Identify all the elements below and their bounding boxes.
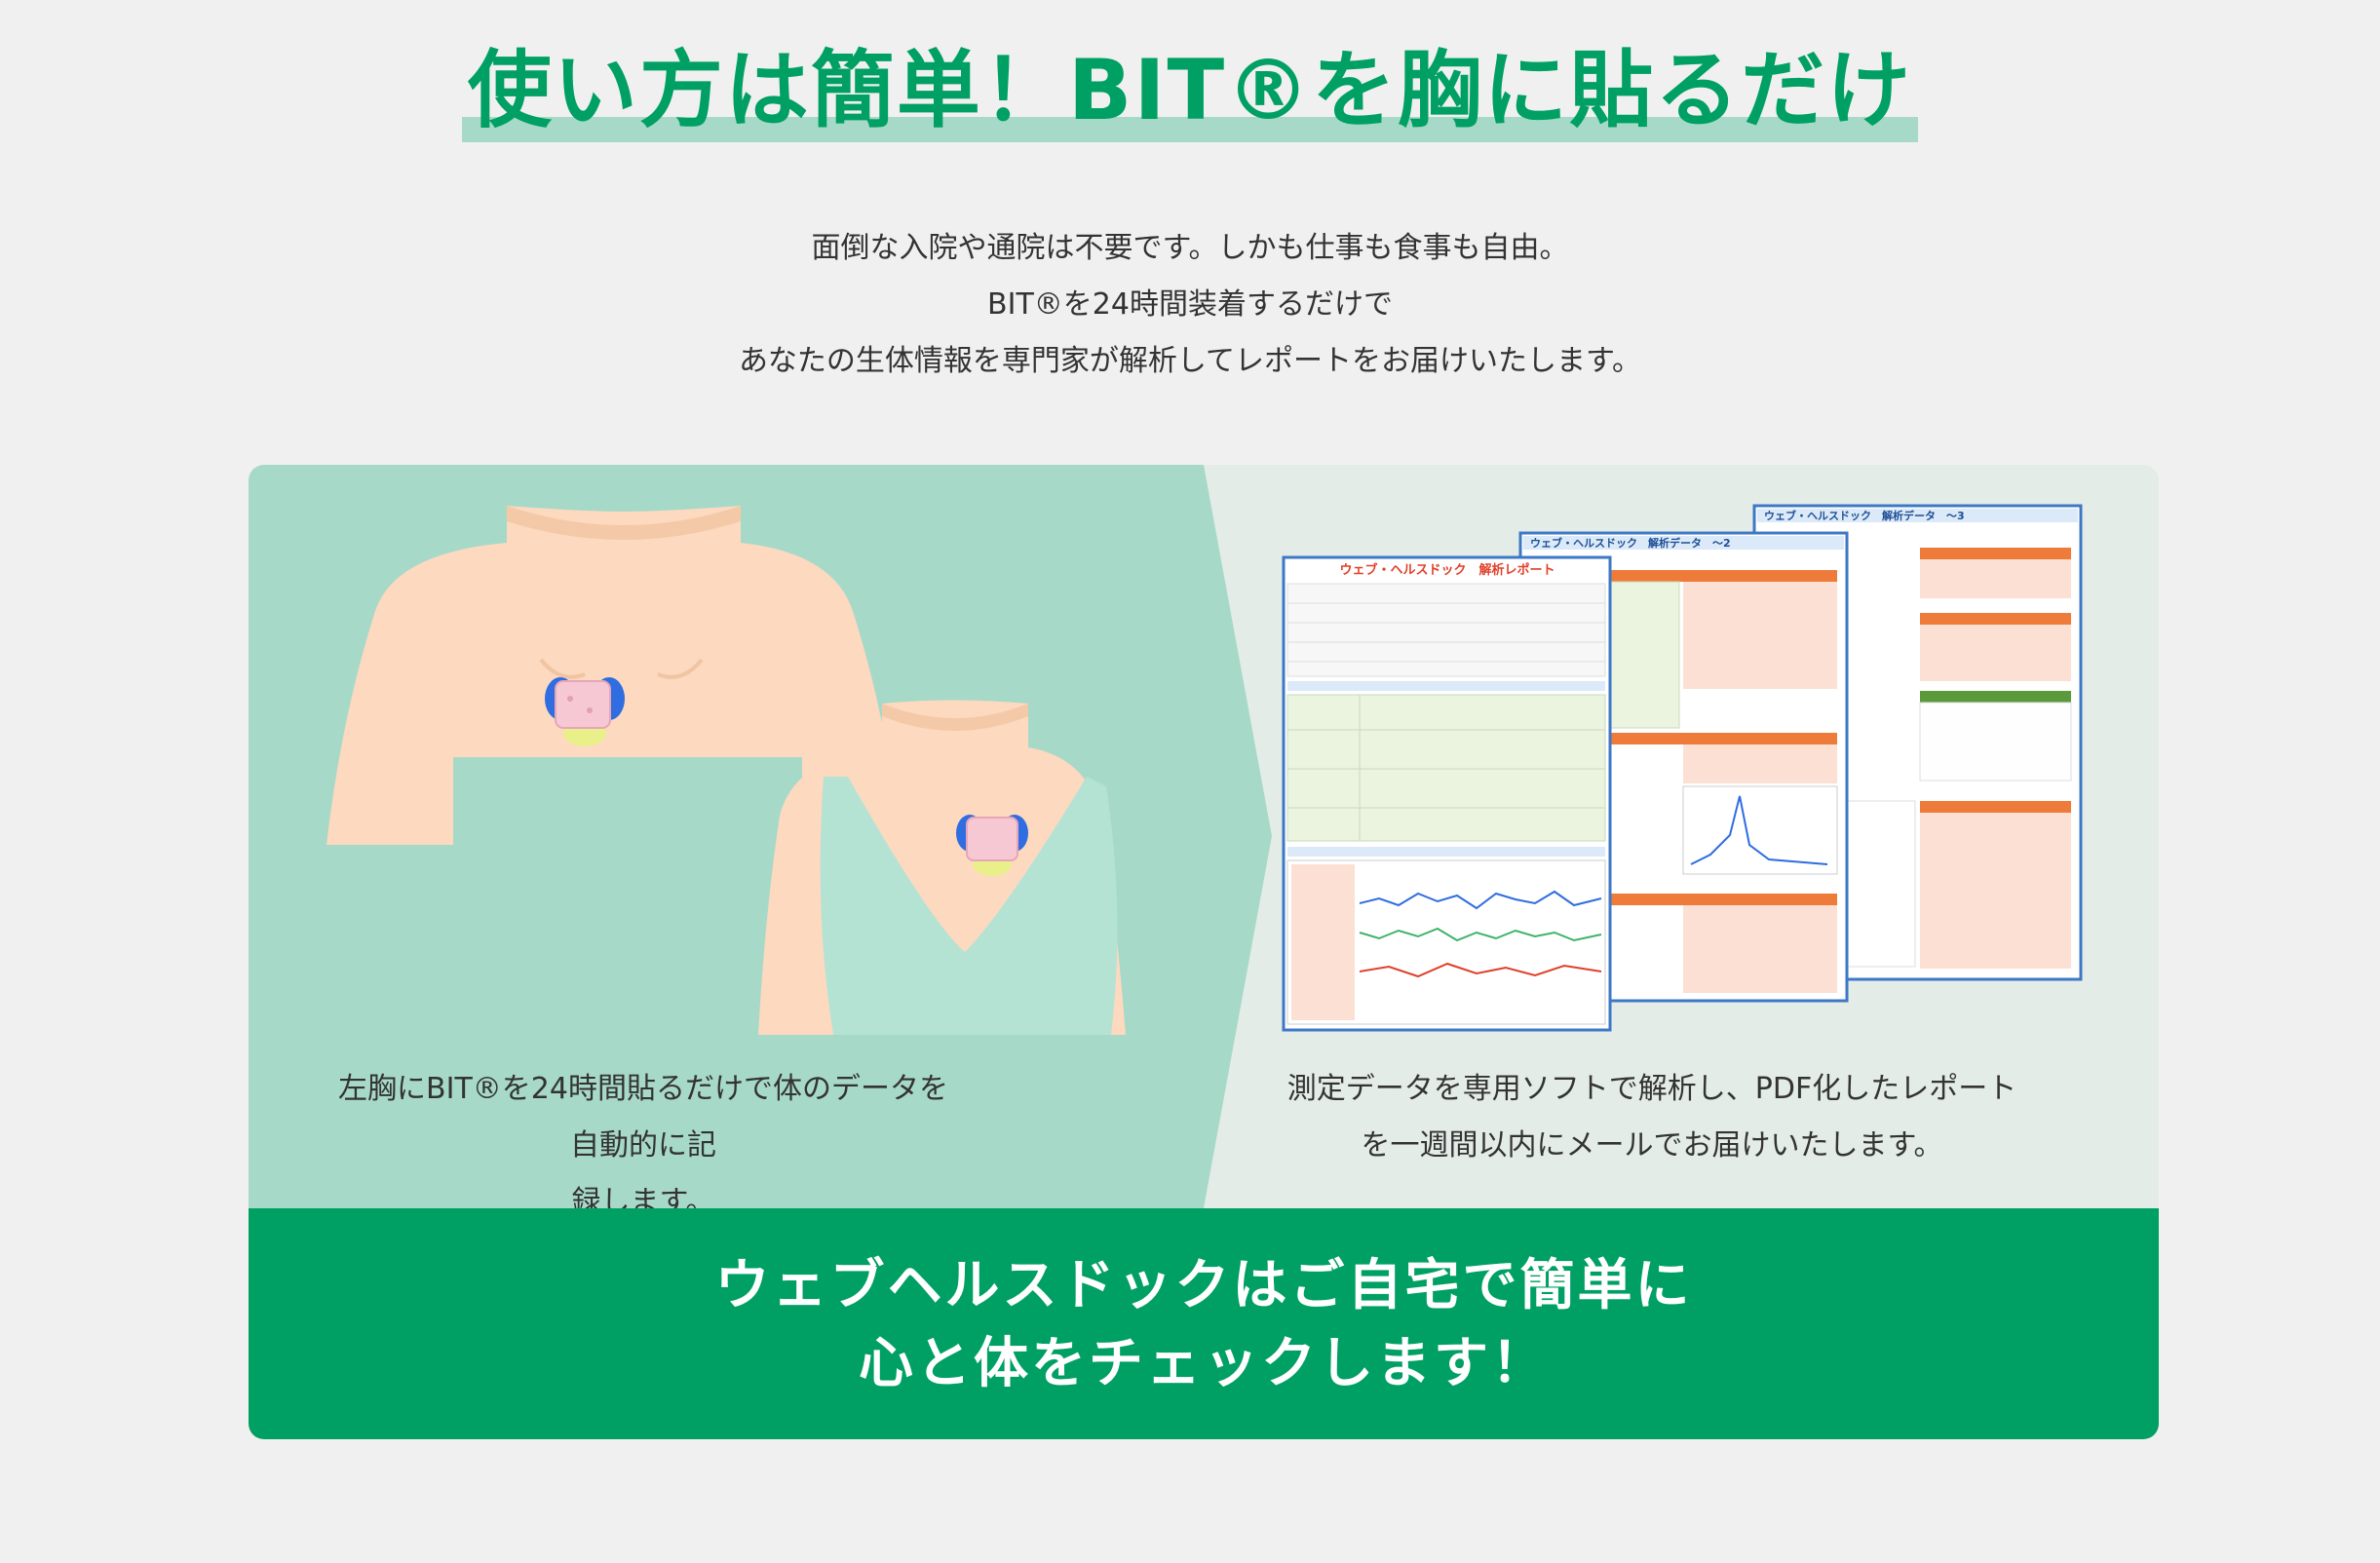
intro-line-2: BIT®を24時間装着するだけで bbox=[987, 287, 1393, 322]
intro-text: 面倒な入院や通院は不要です。しかも仕事も食事も自由。 BIT®を24時間装着する… bbox=[0, 220, 2380, 390]
cta-banner-line-1: ウェブヘルスドックはご自宅で簡単に bbox=[714, 1254, 1693, 1317]
cta-banner: ウェブヘルスドックはご自宅で簡単に 心と体をチェックします！ bbox=[249, 1208, 2159, 1439]
bit-sensor-device-icon bbox=[545, 677, 625, 746]
cta-banner-line-2: 心と体をチェックします！ bbox=[859, 1332, 1549, 1395]
step-right-caption-line-1: 測定データを専用ソフトで解析し、PDF化したレポート bbox=[1286, 1072, 2017, 1106]
title-highlight-marker bbox=[461, 116, 1919, 142]
report-page-1: ウェブ・ヘルスドック 解析レポート bbox=[1282, 555, 1612, 1032]
report-page-3-title: ウェブ・ヘルスドック 解析データ ～3 bbox=[1764, 509, 1965, 522]
intro-line-1: 面倒な入院や通院は不要です。しかも仕事も食事も自由。 bbox=[811, 231, 1569, 265]
report-pages-illustration: ウェブ・ヘルスドック 解析データ ～3 ウェブ・ヘルスドック 解析データ ～2 bbox=[1282, 504, 2083, 1032]
report-page-2-title: ウェブ・ヘルスドック 解析データ ～2 bbox=[1530, 536, 1731, 550]
step-left-caption-line-1: 左胸にBIT®を24時間貼るだけで体のデータを自動的に記 bbox=[338, 1072, 948, 1163]
illustration-scene: ウェブ・ヘルスドック 解析データ ～3 ウェブ・ヘルスドック 解析データ ～2 bbox=[326, 504, 2083, 1035]
woman-torso-illustration bbox=[758, 700, 1126, 1035]
bit-sensor-device-icon-2 bbox=[956, 815, 1028, 876]
step-right-caption: 測定データを専用ソフトで解析し、PDF化したレポート を一週間以内にメールでお届… bbox=[1262, 1061, 2042, 1174]
report-page-3: ウェブ・ヘルスドック 解析データ ～3 bbox=[1752, 504, 2083, 981]
step-left-caption: 左胸にBIT®を24時間貼るだけで体のデータを自動的に記 録します。 bbox=[326, 1061, 960, 1231]
man-torso-illustration bbox=[326, 506, 902, 845]
how-it-works-card: ウェブ・ヘルスドック 解析データ ～3 ウェブ・ヘルスドック 解析データ ～2 bbox=[249, 465, 2159, 1439]
report-page-1-title: ウェブ・ヘルスドック 解析レポート bbox=[1339, 562, 1555, 578]
intro-line-3: あなたの生体情報を専門家が解析してレポートをお届けいたします。 bbox=[738, 344, 1642, 378]
cta-banner-text: ウェブヘルスドックはご自宅で簡単に 心と体をチェックします！ bbox=[249, 1247, 2159, 1403]
hero: 使い方は簡単！BIT®を胸に貼るだけ bbox=[0, 39, 2380, 144]
page-title: 使い方は簡単！BIT®を胸に貼るだけ bbox=[461, 39, 1919, 144]
step-right-caption-line-2: を一週間以内にメールでお届けいたします。 bbox=[1361, 1128, 1943, 1163]
page-title-text: 使い方は簡単！BIT®を胸に貼るだけ bbox=[467, 42, 1913, 139]
